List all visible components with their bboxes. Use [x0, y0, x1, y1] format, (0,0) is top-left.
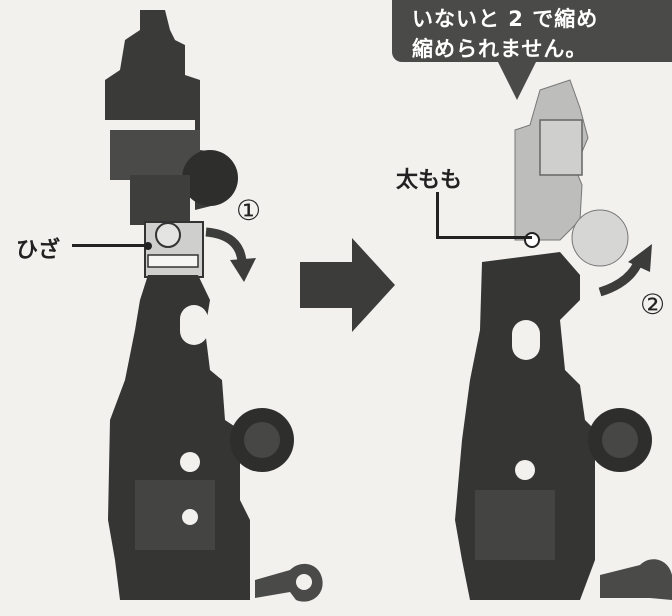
callout-tail	[497, 60, 537, 100]
step-2-marker: ②	[640, 288, 666, 321]
right-leg-figure	[455, 79, 672, 600]
knee-leader-dot	[144, 242, 152, 250]
thigh-leader-horizontal	[436, 236, 532, 239]
thigh-label: 太もも	[396, 168, 463, 193]
callout-line-2: 縮められません。	[412, 37, 588, 61]
knee-leader-line	[72, 244, 150, 247]
callout-text: いないと 2 で縮め 縮められません。	[412, 4, 672, 64]
callout-bubble	[392, 0, 672, 62]
callout-line-1: いないと 2 で縮め	[412, 7, 599, 31]
right-arrow-icon	[300, 238, 395, 332]
thigh-leader-vertical	[436, 192, 439, 238]
knee-label: ひざ	[16, 238, 61, 263]
step-1-marker: ①	[236, 194, 262, 227]
rotate-down-arrow-icon	[205, 227, 247, 263]
left-leg-figure	[105, 10, 323, 602]
